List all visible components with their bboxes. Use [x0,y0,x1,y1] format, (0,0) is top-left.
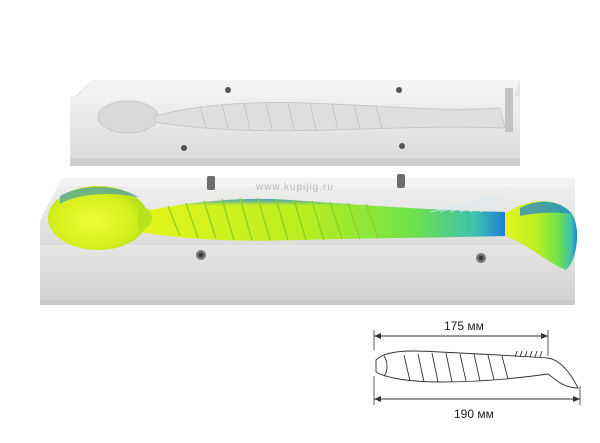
mold-back-half [70,80,520,166]
lure-outline-sketch [375,350,579,389]
soft-bait-lure [48,186,578,270]
dimension-diagram: 175 мм 190 мм [373,319,581,421]
dimension-label-190: 190 мм [454,407,494,421]
dimension-label-175: 175 мм [444,319,484,333]
watermark-text: www.kupijig.ru [255,182,334,193]
